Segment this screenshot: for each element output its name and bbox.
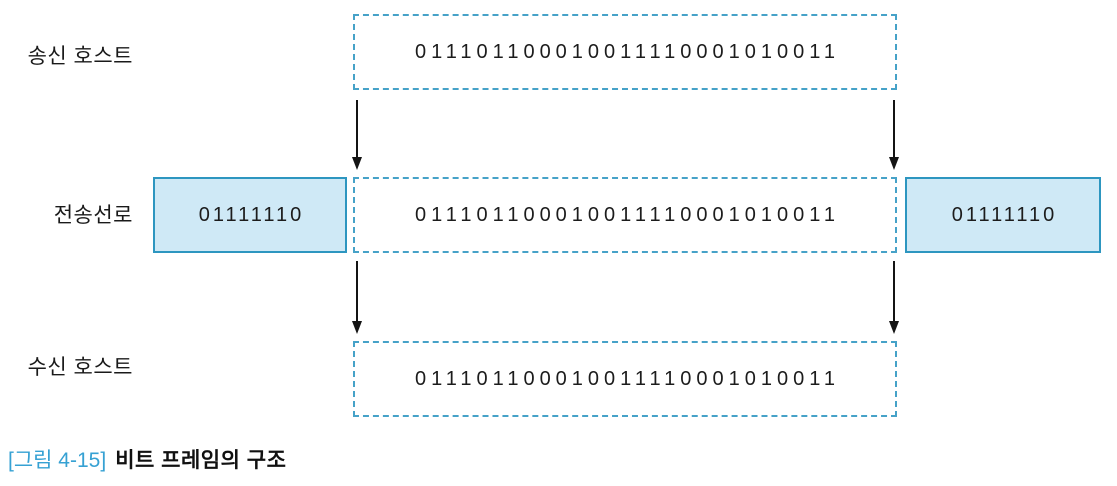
end-flag-bits: 01111110	[951, 203, 1058, 226]
down-arrow-icon	[352, 261, 362, 334]
sending-host-frame-bits: 011101100010011110001010011	[415, 40, 840, 63]
sending-host-frame-box: 011101100010011110001010011	[353, 14, 897, 90]
receiving-host-frame-box: 011101100010011110001010011	[353, 341, 897, 417]
transmission-line-label: 전송선로	[53, 204, 133, 227]
figure-title: 비트 프레임의 구조	[115, 449, 287, 472]
receiving-host-label: 수신 호스트	[27, 356, 133, 379]
transmission-line-frame-bits: 011101100010011110001010011	[415, 203, 840, 226]
receiving-host-frame-bits: 011101100010011110001010011	[415, 367, 840, 390]
transmission-line-frame-box: 011101100010011110001010011	[353, 177, 897, 253]
down-arrow-icon	[352, 100, 362, 170]
figure-number: [그림 4-15]	[8, 449, 107, 472]
sending-host-label: 송신 호스트	[27, 45, 133, 68]
down-arrow-icon	[889, 261, 899, 334]
figure-caption: [그림 4-15] 비트 프레임의 구조	[8, 444, 286, 474]
start-flag-bits: 01111110	[198, 203, 305, 226]
end-flag-box: 01111110	[905, 177, 1101, 253]
down-arrow-icon	[889, 100, 899, 170]
start-flag-box: 01111110	[153, 177, 347, 253]
